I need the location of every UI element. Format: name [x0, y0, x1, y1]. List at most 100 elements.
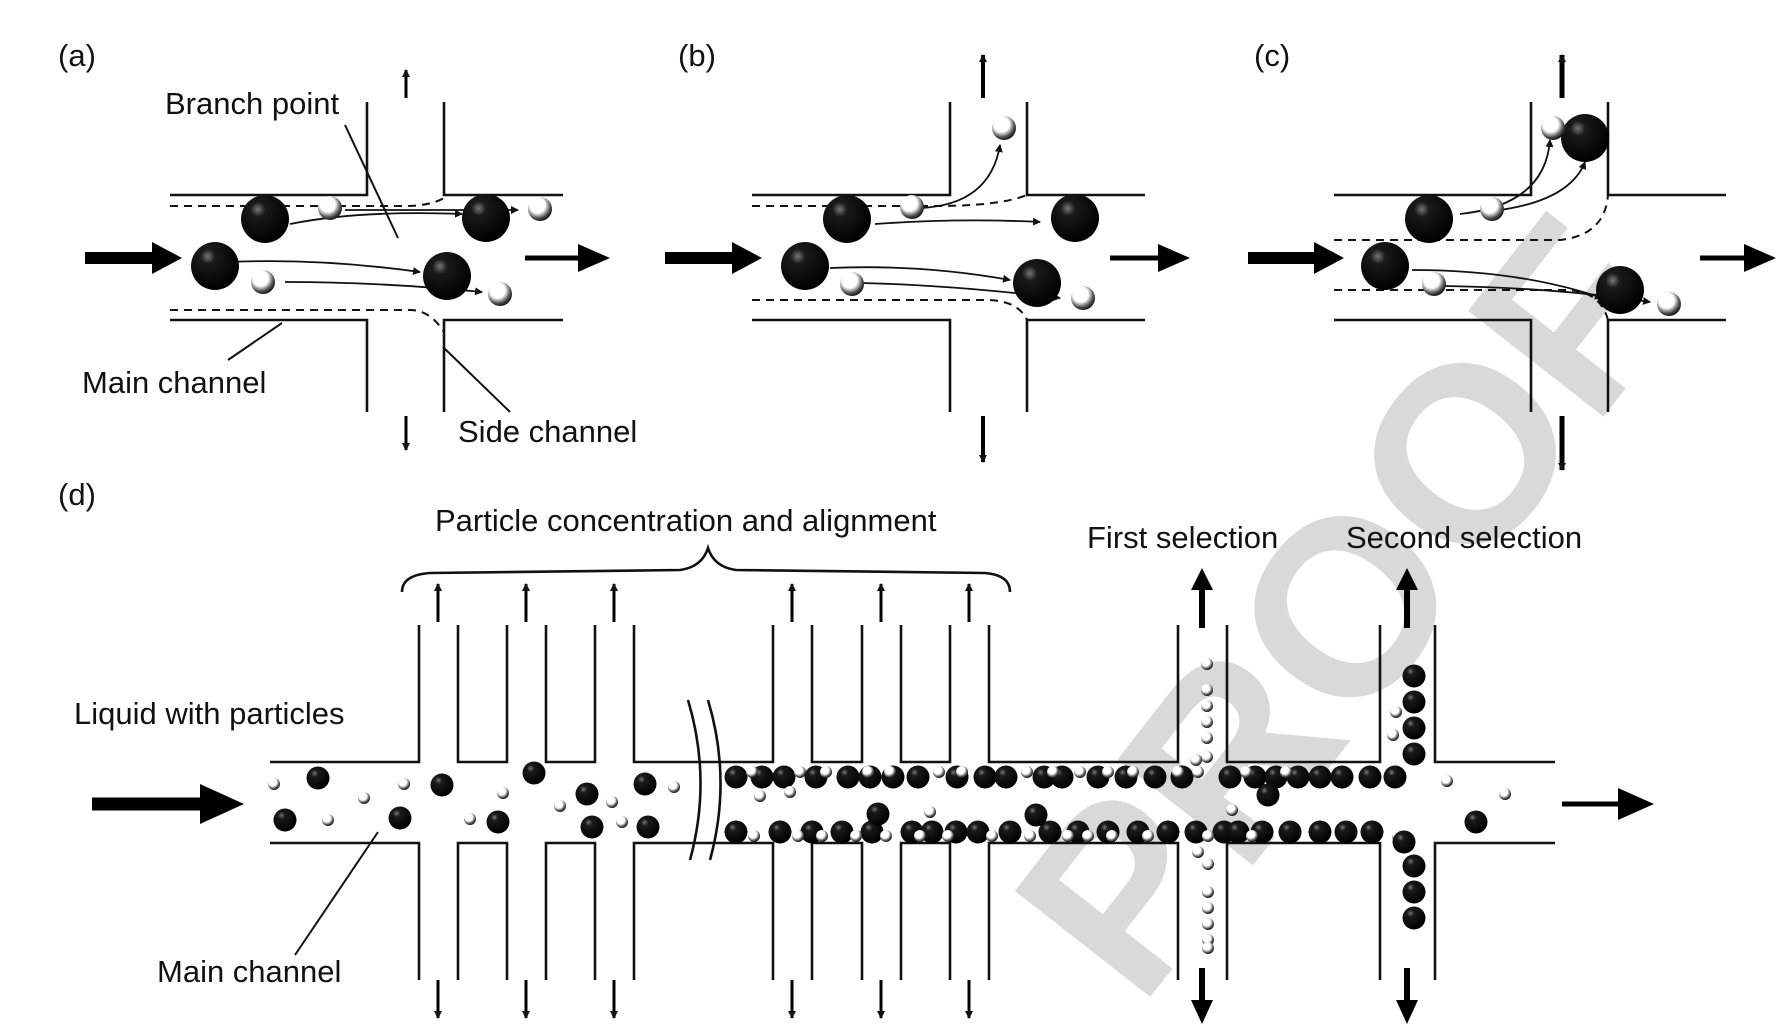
large-particle [866, 802, 890, 826]
large-particle [1038, 820, 1062, 844]
main-channel-label-a: Main channel [82, 365, 266, 400]
small-particle [1192, 846, 1204, 858]
large-particle [860, 820, 884, 844]
large-particle [823, 195, 871, 243]
large-particle [920, 820, 944, 844]
large-particle [241, 195, 289, 243]
side-channel-label: Side channel [458, 414, 637, 449]
large-particle [1596, 266, 1644, 314]
side-flow-arrows-d [434, 568, 1418, 1024]
large-particle [1402, 854, 1426, 878]
flow-arrows-b [829, 144, 1061, 302]
first-selection-label: First selection [1087, 520, 1278, 555]
main-channel-leader-a [227, 322, 283, 361]
large-particle [388, 806, 412, 830]
small-particle [554, 800, 566, 812]
small-particle [1201, 732, 1213, 744]
small-particle [464, 813, 476, 825]
small-particle [933, 766, 945, 778]
channel-direction-arrows-a [85, 69, 610, 451]
dividing-streamline-c [1334, 194, 1609, 321]
small-particle [616, 816, 628, 828]
channel-walls-d [270, 625, 1555, 980]
up-arrow [1396, 568, 1418, 590]
large-particle [830, 820, 854, 844]
large-particle [580, 815, 604, 839]
large-particle [1361, 242, 1409, 290]
small-particle [1201, 684, 1213, 696]
large-particle [906, 765, 930, 789]
panel-a-label: (a) [58, 38, 96, 73]
large-particle [1402, 742, 1426, 766]
dividing-streamline-a [170, 197, 445, 333]
large-particle [1218, 765, 1242, 789]
large-particle [1286, 765, 1310, 789]
small-particle [1024, 830, 1036, 842]
small-particle [862, 766, 874, 778]
small-particle [914, 830, 926, 842]
large-particle [1358, 765, 1382, 789]
small-particle [992, 116, 1016, 140]
large-particle [273, 808, 297, 832]
small-particle [1201, 751, 1213, 763]
large-particle [306, 766, 330, 790]
large-particle [1464, 810, 1488, 834]
large-particle [636, 815, 660, 839]
main-channel-leader-d [294, 831, 379, 956]
large-particle [1402, 690, 1426, 714]
large-particle [1392, 830, 1416, 854]
small-particle [816, 830, 828, 842]
small-particle [794, 766, 806, 778]
small-particle [1102, 766, 1114, 778]
large-particle [633, 772, 657, 796]
channel-break-mark [686, 699, 722, 861]
large-particle [575, 782, 599, 806]
large-particle [423, 252, 471, 300]
small-particle [1106, 830, 1118, 842]
small-particle [1074, 766, 1086, 778]
small-particle [1240, 766, 1252, 778]
large-particle [1156, 820, 1180, 844]
panel-b-label: (b) [678, 38, 716, 73]
large-particle [724, 765, 748, 789]
small-particle [1071, 286, 1095, 310]
small-particle [1047, 766, 1059, 778]
large-particle [191, 242, 239, 290]
small-particle [606, 796, 618, 808]
large-particle [1402, 880, 1426, 904]
large-particle [462, 194, 510, 242]
channel-wall-bottom [270, 841, 1555, 980]
large-particle [768, 820, 792, 844]
large-particle [1226, 820, 1250, 844]
large-particle [1184, 820, 1208, 844]
small-particle [1441, 775, 1453, 787]
small-particle [1499, 788, 1511, 800]
panel-c: (c) [1248, 38, 1776, 471]
large-particle [1402, 906, 1426, 930]
large-particle [994, 765, 1018, 789]
small-particle [884, 766, 896, 778]
particles-b [781, 116, 1099, 310]
large-particle [1024, 803, 1048, 827]
small-particle [1226, 804, 1238, 816]
branch-point-label: Branch point [165, 86, 339, 121]
small-particle [840, 272, 864, 296]
small-particle [488, 282, 512, 306]
panel-b: (b) [665, 38, 1190, 463]
large-particle [1013, 259, 1061, 307]
small-particle [986, 830, 998, 842]
small-particle [746, 766, 758, 778]
small-particle [1192, 766, 1204, 778]
down-arrow [1396, 1000, 1418, 1024]
large-particle [430, 773, 454, 797]
small-particle [1387, 729, 1399, 741]
small-particle [251, 270, 275, 294]
small-particle [754, 790, 766, 802]
liquid-with-particles-label: Liquid with particles [74, 696, 345, 731]
large-particle [486, 810, 510, 834]
small-particle [322, 814, 334, 826]
large-particle [772, 765, 796, 789]
channel-walls-a [170, 102, 563, 412]
large-particle [1308, 765, 1332, 789]
small-particle [924, 806, 936, 818]
